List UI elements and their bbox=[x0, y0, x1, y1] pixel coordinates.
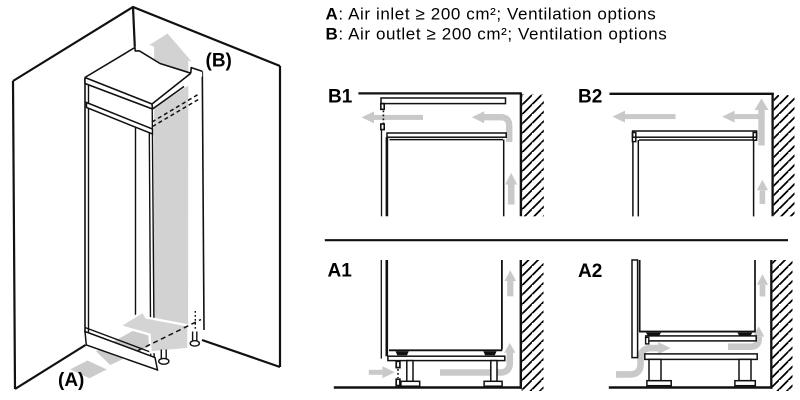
svg-text:A2: A2 bbox=[578, 261, 602, 282]
svg-text:B: Air outlet ≥ 200 cm²; Venti: B: Air outlet ≥ 200 cm²; Ventilation opt… bbox=[326, 25, 668, 44]
svg-text:A1: A1 bbox=[328, 261, 353, 282]
svg-text:B1: B1 bbox=[328, 87, 353, 108]
svg-text:B2: B2 bbox=[578, 87, 602, 108]
svg-text:A: Air inlet ≥ 200 cm²; Ventil: A: Air inlet ≥ 200 cm²; Ventilation opti… bbox=[326, 5, 657, 24]
svg-text:(B): (B) bbox=[206, 50, 232, 71]
svg-text:(A): (A) bbox=[58, 370, 84, 391]
